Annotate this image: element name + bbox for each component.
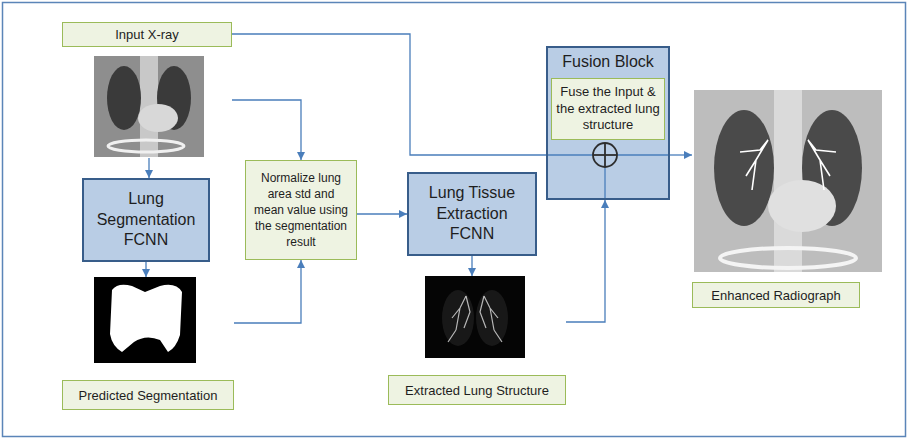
network-box: Lung Segmentation FCNN bbox=[82, 178, 210, 262]
network-box: Lung Tissue Extraction FCNN bbox=[407, 172, 537, 256]
flow-arrow bbox=[148, 158, 149, 178]
fusion-note-box: Fuse the Input & the extracted lung stru… bbox=[551, 78, 665, 140]
process-box: Normalize lung area std and mean value u… bbox=[245, 160, 357, 260]
flow-arrow bbox=[232, 34, 546, 155]
box-text: Lung Tissue Extraction FCNN bbox=[415, 183, 529, 245]
box-text: Lung Segmentation FCNN bbox=[90, 189, 202, 251]
flow-arrow bbox=[471, 256, 472, 276]
output-label: Extracted Lung Structure bbox=[388, 276, 566, 406]
flow-arrow bbox=[357, 213, 407, 214]
flow-arrow bbox=[566, 200, 605, 322]
fusion-block: Fusion BlockFuse the Input & the extract… bbox=[546, 46, 670, 200]
output-label: Predicted Segmentation bbox=[62, 277, 234, 411]
flow-arrow bbox=[145, 262, 146, 277]
caption-text: Enhanced Radiograph bbox=[692, 282, 860, 308]
caption-text: Input X-ray bbox=[62, 22, 232, 47]
flow-arrow bbox=[234, 260, 301, 323]
outer-frame bbox=[3, 3, 906, 437]
output-label: Enhanced Radiograph bbox=[692, 88, 882, 310]
enhanced-radiograph-image bbox=[694, 90, 882, 272]
caption-text: Extracted Lung Structure bbox=[388, 375, 566, 405]
box-text: Normalize lung area std and mean value u… bbox=[252, 170, 350, 251]
flow-arrow bbox=[670, 154, 692, 155]
flow-arrow bbox=[232, 100, 301, 160]
caption-text: Predicted Segmentation bbox=[62, 380, 234, 410]
input-label: Input X-ray bbox=[62, 22, 232, 158]
input-xray-image bbox=[94, 56, 204, 157]
extracted-structure-image bbox=[425, 276, 525, 358]
segmentation-mask-image bbox=[94, 277, 196, 363]
block-heading: Fusion Block bbox=[562, 53, 654, 71]
box-text: Fuse the Input & the extracted lung stru… bbox=[556, 84, 660, 135]
